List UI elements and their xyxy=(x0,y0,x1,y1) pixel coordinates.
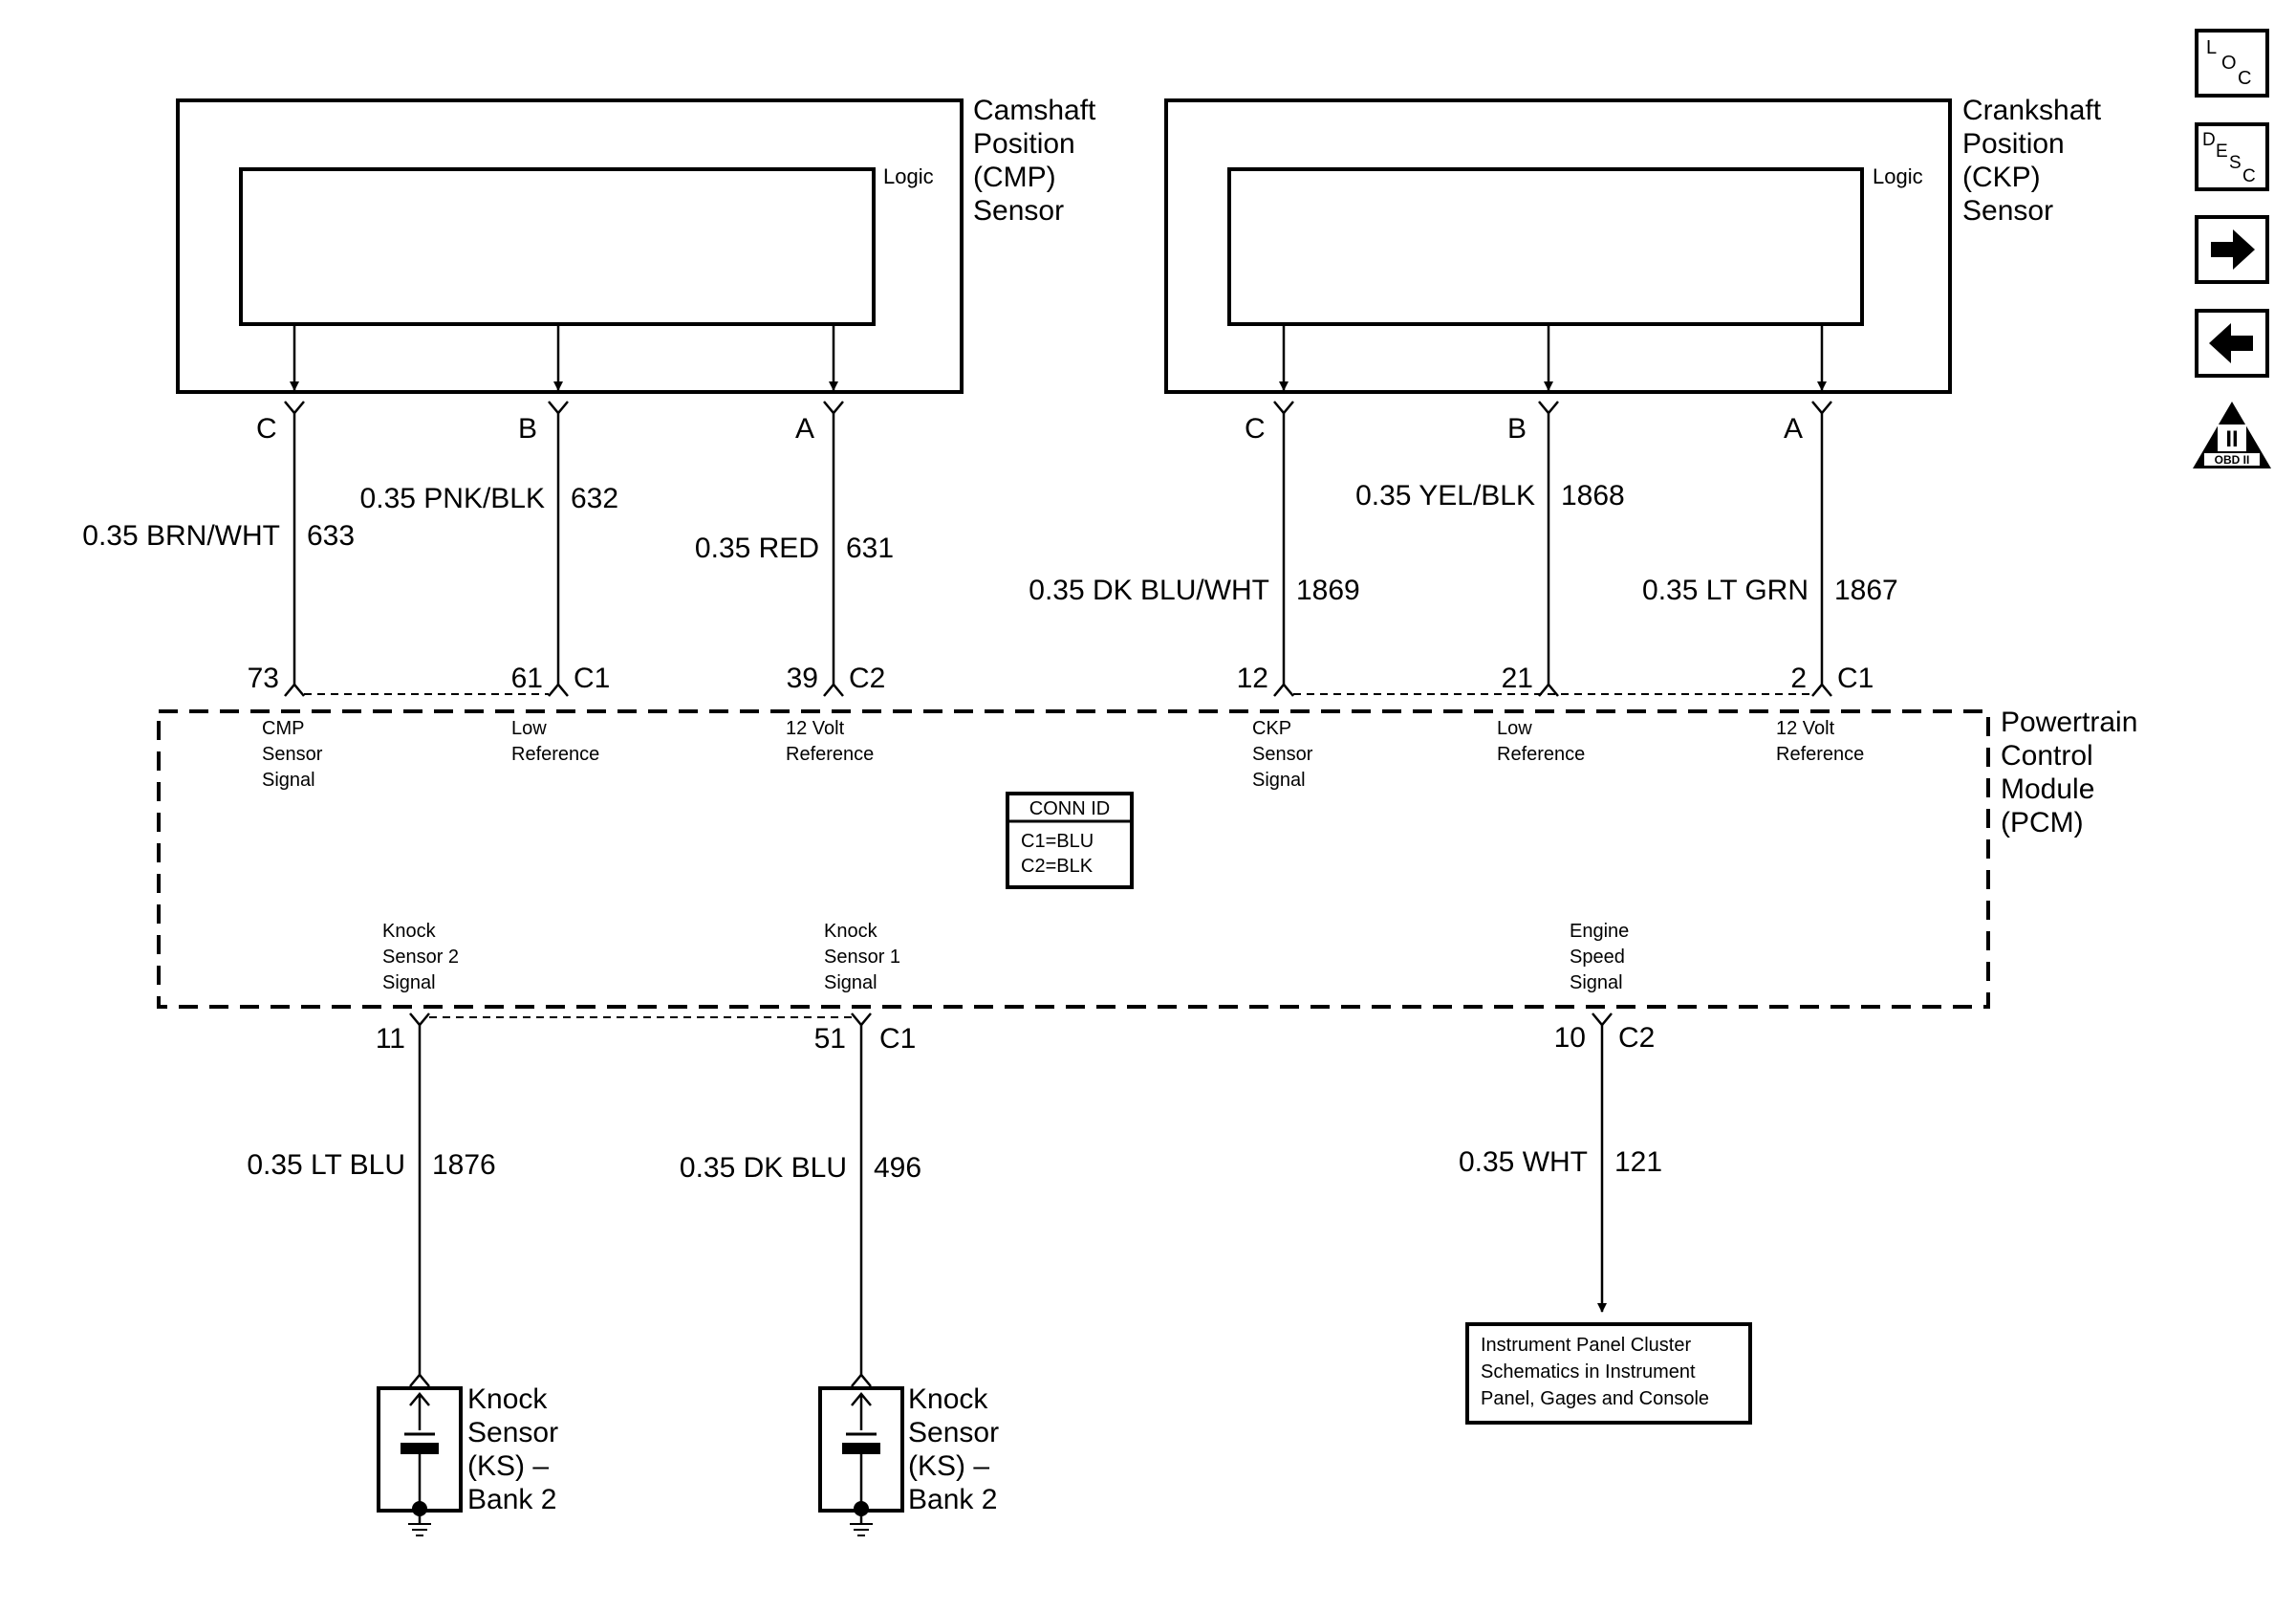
loc-letter-c: C xyxy=(2238,68,2251,89)
knock-sensor-2: Knock Sensor (KS) – Bank 2 xyxy=(818,1383,1007,1536)
connector-c2-bottom: C2 xyxy=(1618,1022,1655,1054)
conn-id-c2: C2=BLK xyxy=(1021,856,1094,877)
cmp-sensor: Logic Camshaft Position (CMP) Sensor C B… xyxy=(176,95,1104,445)
desc-letter-s: S xyxy=(2229,153,2242,173)
wire-label-1869: 0.35 DK BLU/WHT xyxy=(1029,575,1269,606)
cmp-sensor-outer-box xyxy=(176,98,964,394)
wire-circuit-496: 496 xyxy=(874,1152,921,1184)
pcm-signal-ckp: CKP Sensor Signal xyxy=(1252,718,1318,791)
ckp-sensor: Logic Crankshaft Position (CKP) Sensor C… xyxy=(1164,95,2109,445)
wire-label-633: 0.35 BRN/WHT xyxy=(82,520,280,552)
obd-roman: II xyxy=(2225,426,2238,452)
pcm-signal-knock-2: Knock Sensor 2 Signal xyxy=(382,921,465,993)
wire-circuit-632: 632 xyxy=(571,483,618,514)
wire-label-1868: 0.35 YEL/BLK xyxy=(1355,480,1535,512)
connector-c1-right: C1 xyxy=(1837,663,1874,694)
ckp-pin-c: C xyxy=(1245,413,1266,445)
pcm-title: Powertrain Control Module (PCM) xyxy=(2001,707,2146,838)
pcm-module: Powertrain Control Module (PCM) CMP Sens… xyxy=(157,707,2146,1009)
pcm-signal-12v-ref-2: 12 Volt Reference xyxy=(1776,718,1864,765)
pcm-pin-2: 2 xyxy=(1790,663,1807,694)
pcm-pin-10: 10 xyxy=(1554,1022,1586,1054)
wire-label-121: 0.35 WHT xyxy=(1459,1146,1588,1178)
cmp-sensor-title: Camshaft Position (CMP) Sensor xyxy=(973,95,1104,227)
cmp-pin-c: C xyxy=(256,413,277,445)
wire-label-1876: 0.35 LT BLU xyxy=(247,1149,405,1181)
conn-id-c1: C1=BLU xyxy=(1021,831,1094,852)
cmp-pin-b: B xyxy=(518,413,537,445)
obd-label: OBD II xyxy=(2215,453,2250,467)
pcm-signal-cmp: CMP Sensor Signal xyxy=(262,718,328,791)
knock-sensor-1: Knock Sensor (KS) – Bank 2 xyxy=(377,1383,566,1536)
knock-sensor-2-label: Knock Sensor (KS) – Bank 2 xyxy=(908,1383,1007,1515)
wire-label-631: 0.35 RED xyxy=(695,533,819,564)
wire-label-1867: 0.35 LT GRN xyxy=(1642,575,1809,606)
knock-sensor-1-label: Knock Sensor (KS) – Bank 2 xyxy=(467,1383,566,1515)
bottom-wires xyxy=(409,1012,1613,1387)
ckp-pin-a: A xyxy=(1784,413,1803,445)
ckp-pin-b: B xyxy=(1507,413,1527,445)
pcm-pin-12: 12 xyxy=(1237,663,1268,694)
pcm-pin-11: 11 xyxy=(376,1023,405,1055)
wire-circuit-121: 121 xyxy=(1614,1146,1662,1178)
conn-id-header: CONN ID xyxy=(1029,798,1110,819)
next-button[interactable] xyxy=(2195,215,2269,284)
arrow-left-icon xyxy=(2209,323,2253,363)
pcm-bottom-pins: 11 51 C1 10 C2 xyxy=(376,1022,1656,1055)
cmp-logic-label: Logic xyxy=(883,164,934,188)
wire-label-632: 0.35 PNK/BLK xyxy=(360,483,545,514)
conn-id-box: CONN ID C1=BLU C2=BLK xyxy=(1006,792,1134,889)
desc-letter-d: D xyxy=(2202,130,2216,150)
loc-letter-l: L xyxy=(2206,37,2217,58)
connector-c1-left: C1 xyxy=(574,663,610,694)
pcm-pin-39: 39 xyxy=(787,663,818,694)
desc-letter-c: C xyxy=(2242,166,2256,186)
connector-c1-bottom: C1 xyxy=(879,1023,916,1055)
pcm-signal-low-ref-2: Low Reference xyxy=(1497,718,1585,765)
pcm-signal-low-ref-1: Low Reference xyxy=(511,718,599,765)
pcm-pin-73: 73 xyxy=(248,663,279,694)
ckp-logic-box xyxy=(1227,167,1864,326)
ckp-logic-label: Logic xyxy=(1873,164,1923,188)
bottom-wire-labels: 0.35 LT BLU 1876 0.35 DK BLU 496 0.35 WH… xyxy=(247,1146,1662,1184)
obd-ii-button[interactable]: II OBD II xyxy=(2193,402,2271,468)
loc-letter-o: O xyxy=(2221,53,2237,74)
pcm-dashed-box xyxy=(157,709,1990,1009)
wire-label-496: 0.35 DK BLU xyxy=(680,1152,847,1184)
loc-button[interactable]: L O C xyxy=(2195,29,2269,98)
top-wire-labels: 0.35 BRN/WHT 633 0.35 PNK/BLK 632 0.35 R… xyxy=(82,480,1897,606)
ipc-box-text: Instrument Panel Cluster Schematics in I… xyxy=(1481,1335,1709,1409)
ckp-sensor-outer-box xyxy=(1164,98,1952,394)
pcm-pin-61: 61 xyxy=(511,663,543,694)
pcm-pin-51: 51 xyxy=(814,1023,846,1055)
cmp-pin-a: A xyxy=(795,413,814,445)
wire-circuit-1867: 1867 xyxy=(1834,575,1898,606)
desc-letter-e: E xyxy=(2216,142,2228,162)
wire-circuit-1876: 1876 xyxy=(432,1149,496,1181)
arrow-right-icon xyxy=(2211,229,2255,270)
instrument-panel-cluster-link[interactable]: Instrument Panel Cluster Schematics in I… xyxy=(1465,1322,1752,1425)
wire-circuit-631: 631 xyxy=(846,533,894,564)
pcm-top-pins: 73 61 C1 39 C2 12 21 2 C1 xyxy=(248,663,1874,694)
wire-circuit-1869: 1869 xyxy=(1296,575,1360,606)
pcm-signal-engine-speed: Engine Speed Signal xyxy=(1570,921,1635,993)
pcm-signal-knock-1: Knock Sensor 1 Signal xyxy=(824,921,906,993)
connector-c2-top: C2 xyxy=(849,663,885,694)
cmp-logic-box xyxy=(239,167,876,326)
ckp-sensor-title: Crankshaft Position (CKP) Sensor xyxy=(1962,95,2109,227)
wire-circuit-1868: 1868 xyxy=(1561,480,1625,512)
pcm-pin-21: 21 xyxy=(1502,663,1533,694)
top-wires xyxy=(284,401,1832,697)
wire-circuit-633: 633 xyxy=(307,520,355,552)
prev-button[interactable] xyxy=(2195,309,2269,378)
desc-button[interactable]: D E S C xyxy=(2195,122,2269,191)
pcm-signal-12v-ref-1: 12 Volt Reference xyxy=(786,718,874,765)
